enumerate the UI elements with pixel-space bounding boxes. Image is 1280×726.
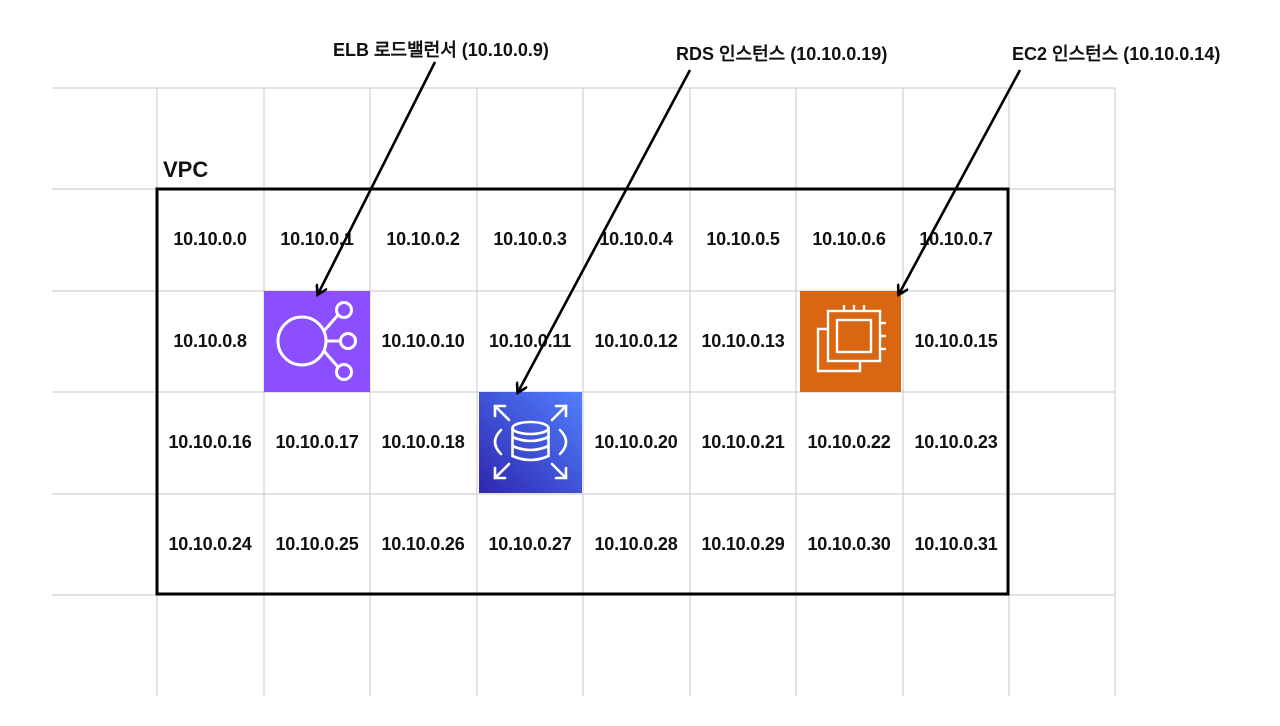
ip-cell: 10.10.0.31 bbox=[914, 534, 998, 554]
ip-cell: 10.10.0.2 bbox=[386, 229, 460, 249]
ip-cell: 10.10.0.0 bbox=[173, 229, 247, 249]
ip-cell: 10.10.0.22 bbox=[807, 432, 891, 452]
ip-cell: 10.10.0.20 bbox=[594, 432, 678, 452]
vpc-title: VPC bbox=[163, 157, 209, 182]
ip-cell: 10.10.0.5 bbox=[706, 229, 780, 249]
ip-cell: 10.10.0.21 bbox=[701, 432, 785, 452]
ec2-arrow bbox=[899, 69, 1022, 294]
ip-cell: 10.10.0.7 bbox=[919, 229, 993, 249]
rds-arrow bbox=[518, 69, 692, 392]
ec2-callout: EC2 인스턴스 (10.10.0.14) bbox=[1012, 44, 1221, 64]
ip-cell: 10.10.0.27 bbox=[488, 534, 572, 554]
ip-cell: 10.10.0.13 bbox=[701, 331, 785, 351]
ip-cell: 10.10.0.17 bbox=[275, 432, 359, 452]
ip-cell: 10.10.0.6 bbox=[812, 229, 886, 249]
ip-cell: 10.10.0.4 bbox=[599, 229, 673, 249]
ip-cell: 10.10.0.25 bbox=[275, 534, 359, 554]
ip-cell: 10.10.0.12 bbox=[594, 331, 678, 351]
elb-tile[interactable] bbox=[264, 291, 370, 392]
compute-chip-icon bbox=[816, 305, 886, 373]
ip-cell: 10.10.0.18 bbox=[381, 432, 465, 452]
rds-callout: RDS 인스턴스 (10.10.0.19) bbox=[676, 44, 888, 64]
database-icon bbox=[493, 404, 568, 480]
ip-cell: 10.10.0.3 bbox=[493, 229, 567, 249]
ip-cell: 10.10.0.26 bbox=[381, 534, 465, 554]
ip-cell: 10.10.0.23 bbox=[914, 432, 998, 452]
ec2-tile[interactable] bbox=[800, 291, 901, 392]
ip-cell: 10.10.0.10 bbox=[381, 331, 465, 351]
ip-cell: 10.10.0.11 bbox=[488, 331, 572, 351]
rds-tile[interactable] bbox=[479, 392, 582, 493]
ip-cell: 10.10.0.1 bbox=[280, 229, 354, 249]
ip-cell: 10.10.0.15 bbox=[914, 331, 998, 351]
ip-cell: 10.10.0.29 bbox=[701, 534, 785, 554]
ip-cell: 10.10.0.16 bbox=[168, 432, 252, 452]
ip-cell: 10.10.0.28 bbox=[594, 534, 678, 554]
ip-cell: 10.10.0.8 bbox=[173, 331, 247, 351]
elb-callout: ELB 로드밸런서 (10.10.0.9) bbox=[333, 40, 549, 60]
ip-cell: 10.10.0.30 bbox=[807, 534, 891, 554]
elb-arrow bbox=[318, 61, 437, 294]
load-balancer-icon bbox=[276, 301, 357, 381]
vpc-boundary bbox=[155, 187, 1010, 596]
ip-cell: 10.10.0.24 bbox=[168, 534, 252, 554]
